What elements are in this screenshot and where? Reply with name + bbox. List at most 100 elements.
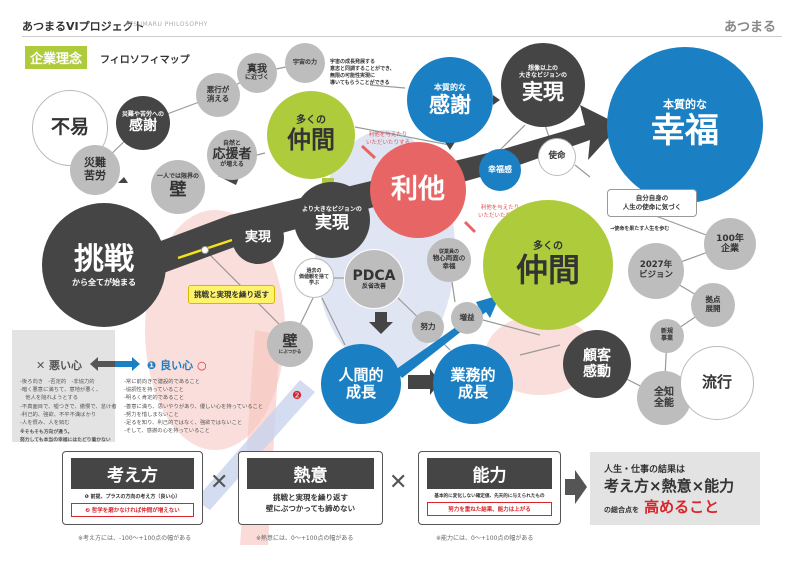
list-item: -常に前向きで建設的であること xyxy=(124,379,201,385)
node-ningen-seicho: 人間的 成長 xyxy=(321,344,401,424)
node-gyomu-seicho: 業務的 成長 xyxy=(433,344,513,424)
label: 仲間 xyxy=(287,125,335,154)
bad-mind-panel xyxy=(12,330,115,442)
node-kako: 過去の 価値観を捨て 学ぶ xyxy=(294,258,334,298)
header-divider xyxy=(22,36,782,37)
bad-mind-list: -後ろ向き -否定的 -非協力的 -暗く悪意に満ちて、意地が悪く、 他人を陥れよ… xyxy=(20,378,117,444)
card-highlight: ❷ 哲学を磨かなければ仲間が増えない xyxy=(71,503,194,517)
node-akugyo: 悪行が 消える xyxy=(196,73,240,117)
times-icon: ✕ xyxy=(210,470,229,495)
node-rita: 利他 xyxy=(370,142,466,238)
label: 人間的 成長 xyxy=(338,365,384,401)
card-line: 挑戦と実現を繰り返す 壁にぶつかっても諦めない xyxy=(265,493,356,513)
bad-mind-title: ✕ 悪い心 xyxy=(36,359,83,372)
label: 感謝 xyxy=(129,118,157,135)
list-item: -不真面目で、嘘つきで、傲慢で、怠け者 xyxy=(20,403,117,410)
kangaekata-note: ※考え方には、-100～+100点の幅がある xyxy=(78,535,192,542)
callout-shimei: 自分自身の 人生の使命に気づく xyxy=(607,189,697,217)
node-nakama-small: 多くの仲間 xyxy=(267,91,355,179)
result-arrow-icon xyxy=(565,470,587,504)
rita-note-upper: 利他を与えたり いただいたりする xyxy=(366,132,411,146)
node-kofukukan: 幸福感 xyxy=(479,149,521,191)
marker-2: ❷ xyxy=(292,389,302,402)
section-title: フィロソフィマップ xyxy=(100,55,190,66)
node-chosen: 挑戦から全てが始まる xyxy=(42,203,166,327)
label: 物心両面の 幸福 xyxy=(432,254,466,270)
card-title: 能力 xyxy=(427,458,552,489)
result-line-3: の総合点を xyxy=(604,506,639,514)
node-kansha: 災難や苦労への感謝 xyxy=(116,96,170,150)
label: 宇宙の力 xyxy=(292,58,317,66)
node-shinki: 新規 事業 xyxy=(650,319,684,353)
label: PDCA xyxy=(352,267,396,284)
node-jitsugen-mid: 実現 xyxy=(232,212,284,264)
label: 実現 xyxy=(315,212,349,233)
label-sub: が増える xyxy=(220,161,244,169)
node-100nen: 100年 企業 xyxy=(704,218,756,270)
card-highlight: 努力を重ねた結果、能力は上がる xyxy=(427,502,552,516)
list-item: -後ろ向き -否定的 -非協力的 xyxy=(20,379,95,385)
label-small: 本質的な xyxy=(663,98,707,112)
good-mind-title: ❶ 良い心 ○ xyxy=(147,357,207,373)
label: 使命 xyxy=(548,151,566,162)
label: 拠点 展開 xyxy=(705,295,721,313)
label: 100年 企業 xyxy=(716,233,744,254)
label: 感謝 xyxy=(429,92,471,117)
label: 2027年 ビジョン xyxy=(638,260,673,280)
blue-rising-arrow xyxy=(195,380,315,510)
good-mind-list: -常に前向きで建設的であること -協調性を持っていること -明るく肯定的であるこ… xyxy=(124,378,263,435)
card-title: 考え方 xyxy=(71,458,194,489)
good-mind-label: ❶ 良い心 xyxy=(147,359,194,372)
times-icon: ✕ xyxy=(389,470,408,495)
node-vision-2027: 2027年 ビジョン xyxy=(628,243,684,299)
bad-good-arrow-icon xyxy=(90,357,140,371)
node-shinga: 真我に近づく xyxy=(237,53,277,93)
label: 実現 xyxy=(522,79,564,104)
label: 悪行が 消える xyxy=(206,85,230,103)
circle-ok-icon: ○ xyxy=(197,359,207,372)
card-line: 基本的に変化しない確定値、先天的に与えられたもの xyxy=(434,494,545,499)
list-item: -暗く悪意に満ちて、意地が悪く、 xyxy=(20,387,102,394)
label-small: 想像以上の 大きなビジョンの xyxy=(518,65,567,79)
card-netsui: 熱意 挑戦と実現を繰り返す 壁にぶつかっても諦めない xyxy=(238,451,383,525)
label: 幸福 xyxy=(651,110,719,151)
card-kangaekata: 考え方 ❶ 前提、プラスの方向の考え方（良い心） ❷ 哲学を磨かなければ仲間が増… xyxy=(62,451,203,525)
rita-note-lower: 利他を与えたり いただいたりする xyxy=(478,205,523,219)
list-item: -善意に満ち、思いやりがあり、優しい心を持っていること xyxy=(124,403,264,410)
node-doryoku: 努力 xyxy=(412,311,444,343)
repeat-label: 挑戦と実現を繰り返す xyxy=(188,285,275,304)
project-title: あつまるVIプロジェクト xyxy=(22,20,145,33)
result-line-2: 考え方×熱意×能力 xyxy=(604,477,735,495)
section-badge: 企業理念 xyxy=(25,46,88,69)
label: 挑戦 xyxy=(74,242,134,278)
list-item: -明るく肯定的であること xyxy=(124,395,185,402)
list-item: -人を恨み、人を妬む xyxy=(20,420,70,427)
label: 新規 事業 xyxy=(660,328,673,342)
list-item: -そして、感謝の心を持っていること xyxy=(124,428,210,435)
node-ryuko: 流行 xyxy=(680,346,754,420)
result-box: 人生・仕事の結果は 考え方×熱意×能力 の総合点を 高めること xyxy=(590,452,760,525)
list-item: 他人を陥れようとする xyxy=(20,395,79,402)
label: 災難 苦労 xyxy=(84,156,106,182)
node-honshitsu-kansha: 本質的な感謝 xyxy=(407,57,493,143)
uchu-description: 宇宙の成長発展する 意志と同調することができ、 無限の可能性実現に 導いてもらう… xyxy=(330,59,395,86)
node-zoeki: 増益 xyxy=(451,302,483,334)
label-small: 多くの xyxy=(533,240,563,252)
label-sub: から全てが始まる xyxy=(72,277,136,287)
label: 実現 xyxy=(244,229,271,245)
noryoku-note: ※能力には、0～+100点の幅がある xyxy=(436,535,534,542)
node-kokyaku-kando: 顧客 感動 xyxy=(563,330,631,398)
label-small: 一人では限界の xyxy=(156,172,199,180)
shimei-note: →使命を果たす人生を歩む xyxy=(610,226,670,232)
list-item: -足るを知り、利己的ではなく、強欲ではないこと xyxy=(124,420,243,427)
label: 流行 xyxy=(701,373,732,392)
rita-exchange-arrows xyxy=(360,144,477,234)
node-oensha: 自然と応援者が増える xyxy=(207,130,257,180)
label: 真我 xyxy=(247,63,267,75)
label: 過去の 価値観を捨て 学ぶ xyxy=(298,268,329,286)
logo: あつまる xyxy=(723,20,776,35)
card-line: ❶ 前提、プラスの方向の考え方（良い心） xyxy=(84,494,181,500)
label-sub: 反省改善 xyxy=(361,282,386,290)
label-small: より大きなビジョンの xyxy=(302,205,362,213)
